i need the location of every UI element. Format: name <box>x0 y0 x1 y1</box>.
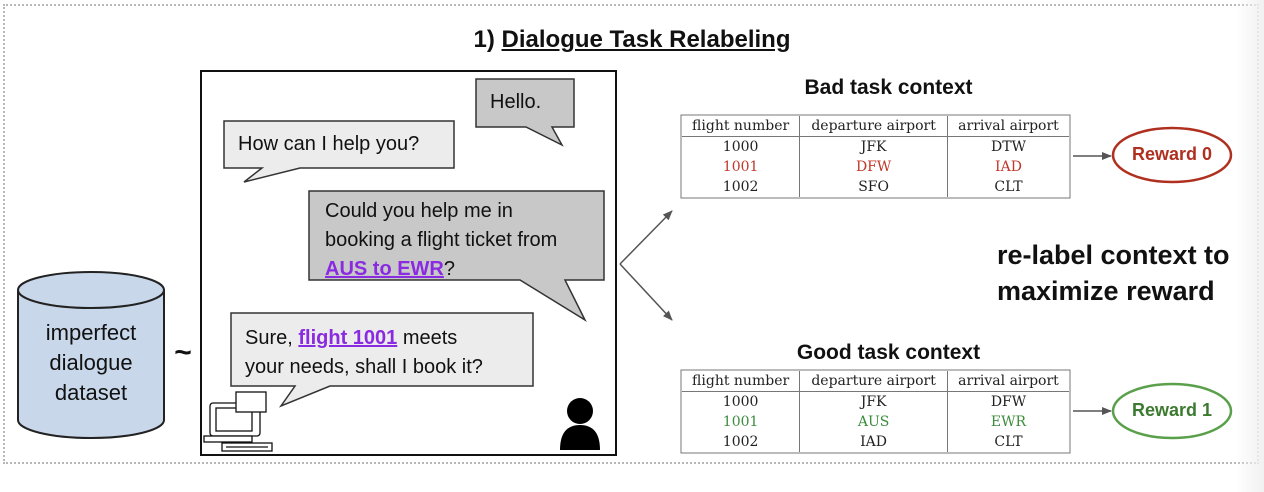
reply-start: Sure, <box>245 327 299 349</box>
table-row-highlighted: 1001 DFW IAD <box>682 157 1069 177</box>
title-prefix: 1) <box>473 26 502 53</box>
title-main: Dialogue Task Relabeling <box>501 26 791 53</box>
table-cell: CLT <box>946 432 1069 452</box>
computer-icon <box>203 391 273 452</box>
table-cell: JFK <box>799 136 948 157</box>
table-cell: 1001 <box>722 414 759 430</box>
dataset-label: imperfect dialogue dataset <box>18 318 164 408</box>
dataset-line-3: dataset <box>54 380 128 405</box>
header-flight-number: flight number <box>682 116 800 137</box>
arrow-to-good-context <box>619 263 673 321</box>
reply-text: Sure, flight 1001 meets your needs, shal… <box>245 324 530 382</box>
header-arrival: arrival airport <box>946 116 1069 137</box>
reply-mid: meets <box>397 327 458 349</box>
table-cell: SFO <box>799 177 948 197</box>
table-cell: 1000 <box>722 139 759 155</box>
help-text: How can I help you? <box>238 133 420 155</box>
reply-line-2: your needs, shall I book it? <box>245 356 483 378</box>
good-context-table: flight number departure airport arrival … <box>682 371 1069 452</box>
user-icon <box>560 398 600 450</box>
table-header-row: flight number departure airport arrival … <box>682 371 1069 392</box>
request-line-2: booking a flight ticket from <box>325 229 558 251</box>
hello-text: Hello. <box>490 91 542 113</box>
dataset-line-2: dialogue <box>49 350 133 375</box>
table-cell: CLT <box>946 177 1069 197</box>
help-bubble <box>223 120 455 183</box>
table-cell: DFW <box>799 157 948 177</box>
table-cell: DFW <box>946 391 1069 412</box>
request-line-3: AUS to EWR? <box>325 255 600 284</box>
header-departure: departure airport <box>799 116 948 137</box>
figure-title: 1) Dialogue Task Relabeling <box>0 26 1264 54</box>
table-cell: AUS <box>799 412 948 432</box>
bad-table-frame <box>680 114 1071 199</box>
table-row: 1002 SFO CLT <box>682 177 1069 197</box>
arrow-to-bad-context <box>619 210 673 265</box>
good-context-heading: Good task context <box>796 341 981 364</box>
reward-0-ellipse <box>1111 126 1233 184</box>
edge-fade <box>1234 0 1264 492</box>
table-cell: 1001 <box>722 159 759 175</box>
reward-0-label: Reward 0 <box>1131 144 1213 164</box>
reply-bubble <box>230 312 534 408</box>
hello-bubble <box>475 78 575 147</box>
table-row-highlighted: 1001 AUS EWR <box>682 412 1069 432</box>
request-line-1: Could you help me in <box>325 200 513 222</box>
table-cell: IAD <box>799 432 948 452</box>
table-cell: JFK <box>799 391 948 412</box>
header-flight-number: flight number <box>682 371 800 392</box>
request-end: ? <box>443 258 456 280</box>
table-row: 1002 IAD CLT <box>682 432 1069 452</box>
tilde-sign: ~ <box>174 336 192 369</box>
table-header-row: flight number departure airport arrival … <box>682 116 1069 137</box>
bad-context-heading: Bad task context <box>804 76 973 99</box>
relabel-line-1: re-label context to <box>997 240 1230 270</box>
reward-1-label: Reward 1 <box>1131 400 1213 420</box>
flight-link: flight 1001 <box>298 327 398 349</box>
table-row: 1000 JFK DTW <box>682 136 1069 157</box>
dataset-cylinder <box>17 271 165 439</box>
table-cell: IAD <box>946 157 1069 177</box>
request-bubble <box>308 190 605 323</box>
table-row: 1000 JFK DFW <box>682 391 1069 412</box>
reward-1-ellipse <box>1111 382 1233 440</box>
route-link: AUS to EWR <box>325 258 444 280</box>
table-cell: 1002 <box>722 434 759 450</box>
header-arrival: arrival airport <box>946 371 1069 392</box>
relabel-line-2: maximize reward <box>997 276 1215 306</box>
table-cell: DTW <box>946 136 1069 157</box>
dataset-line-1: imperfect <box>45 320 137 345</box>
header-departure: departure airport <box>799 371 948 392</box>
table-cell: EWR <box>946 412 1069 432</box>
reply-line-1: Sure, flight 1001 meets <box>245 324 530 353</box>
bad-context-table: flight number departure airport arrival … <box>682 116 1069 197</box>
table-cell: 1002 <box>722 179 759 195</box>
request-text: Could you help me in booking a flight ti… <box>325 197 600 284</box>
table-cell: 1000 <box>722 394 759 410</box>
good-table-frame <box>680 369 1071 454</box>
relabel-text: re-label context to maximize reward <box>997 237 1230 309</box>
